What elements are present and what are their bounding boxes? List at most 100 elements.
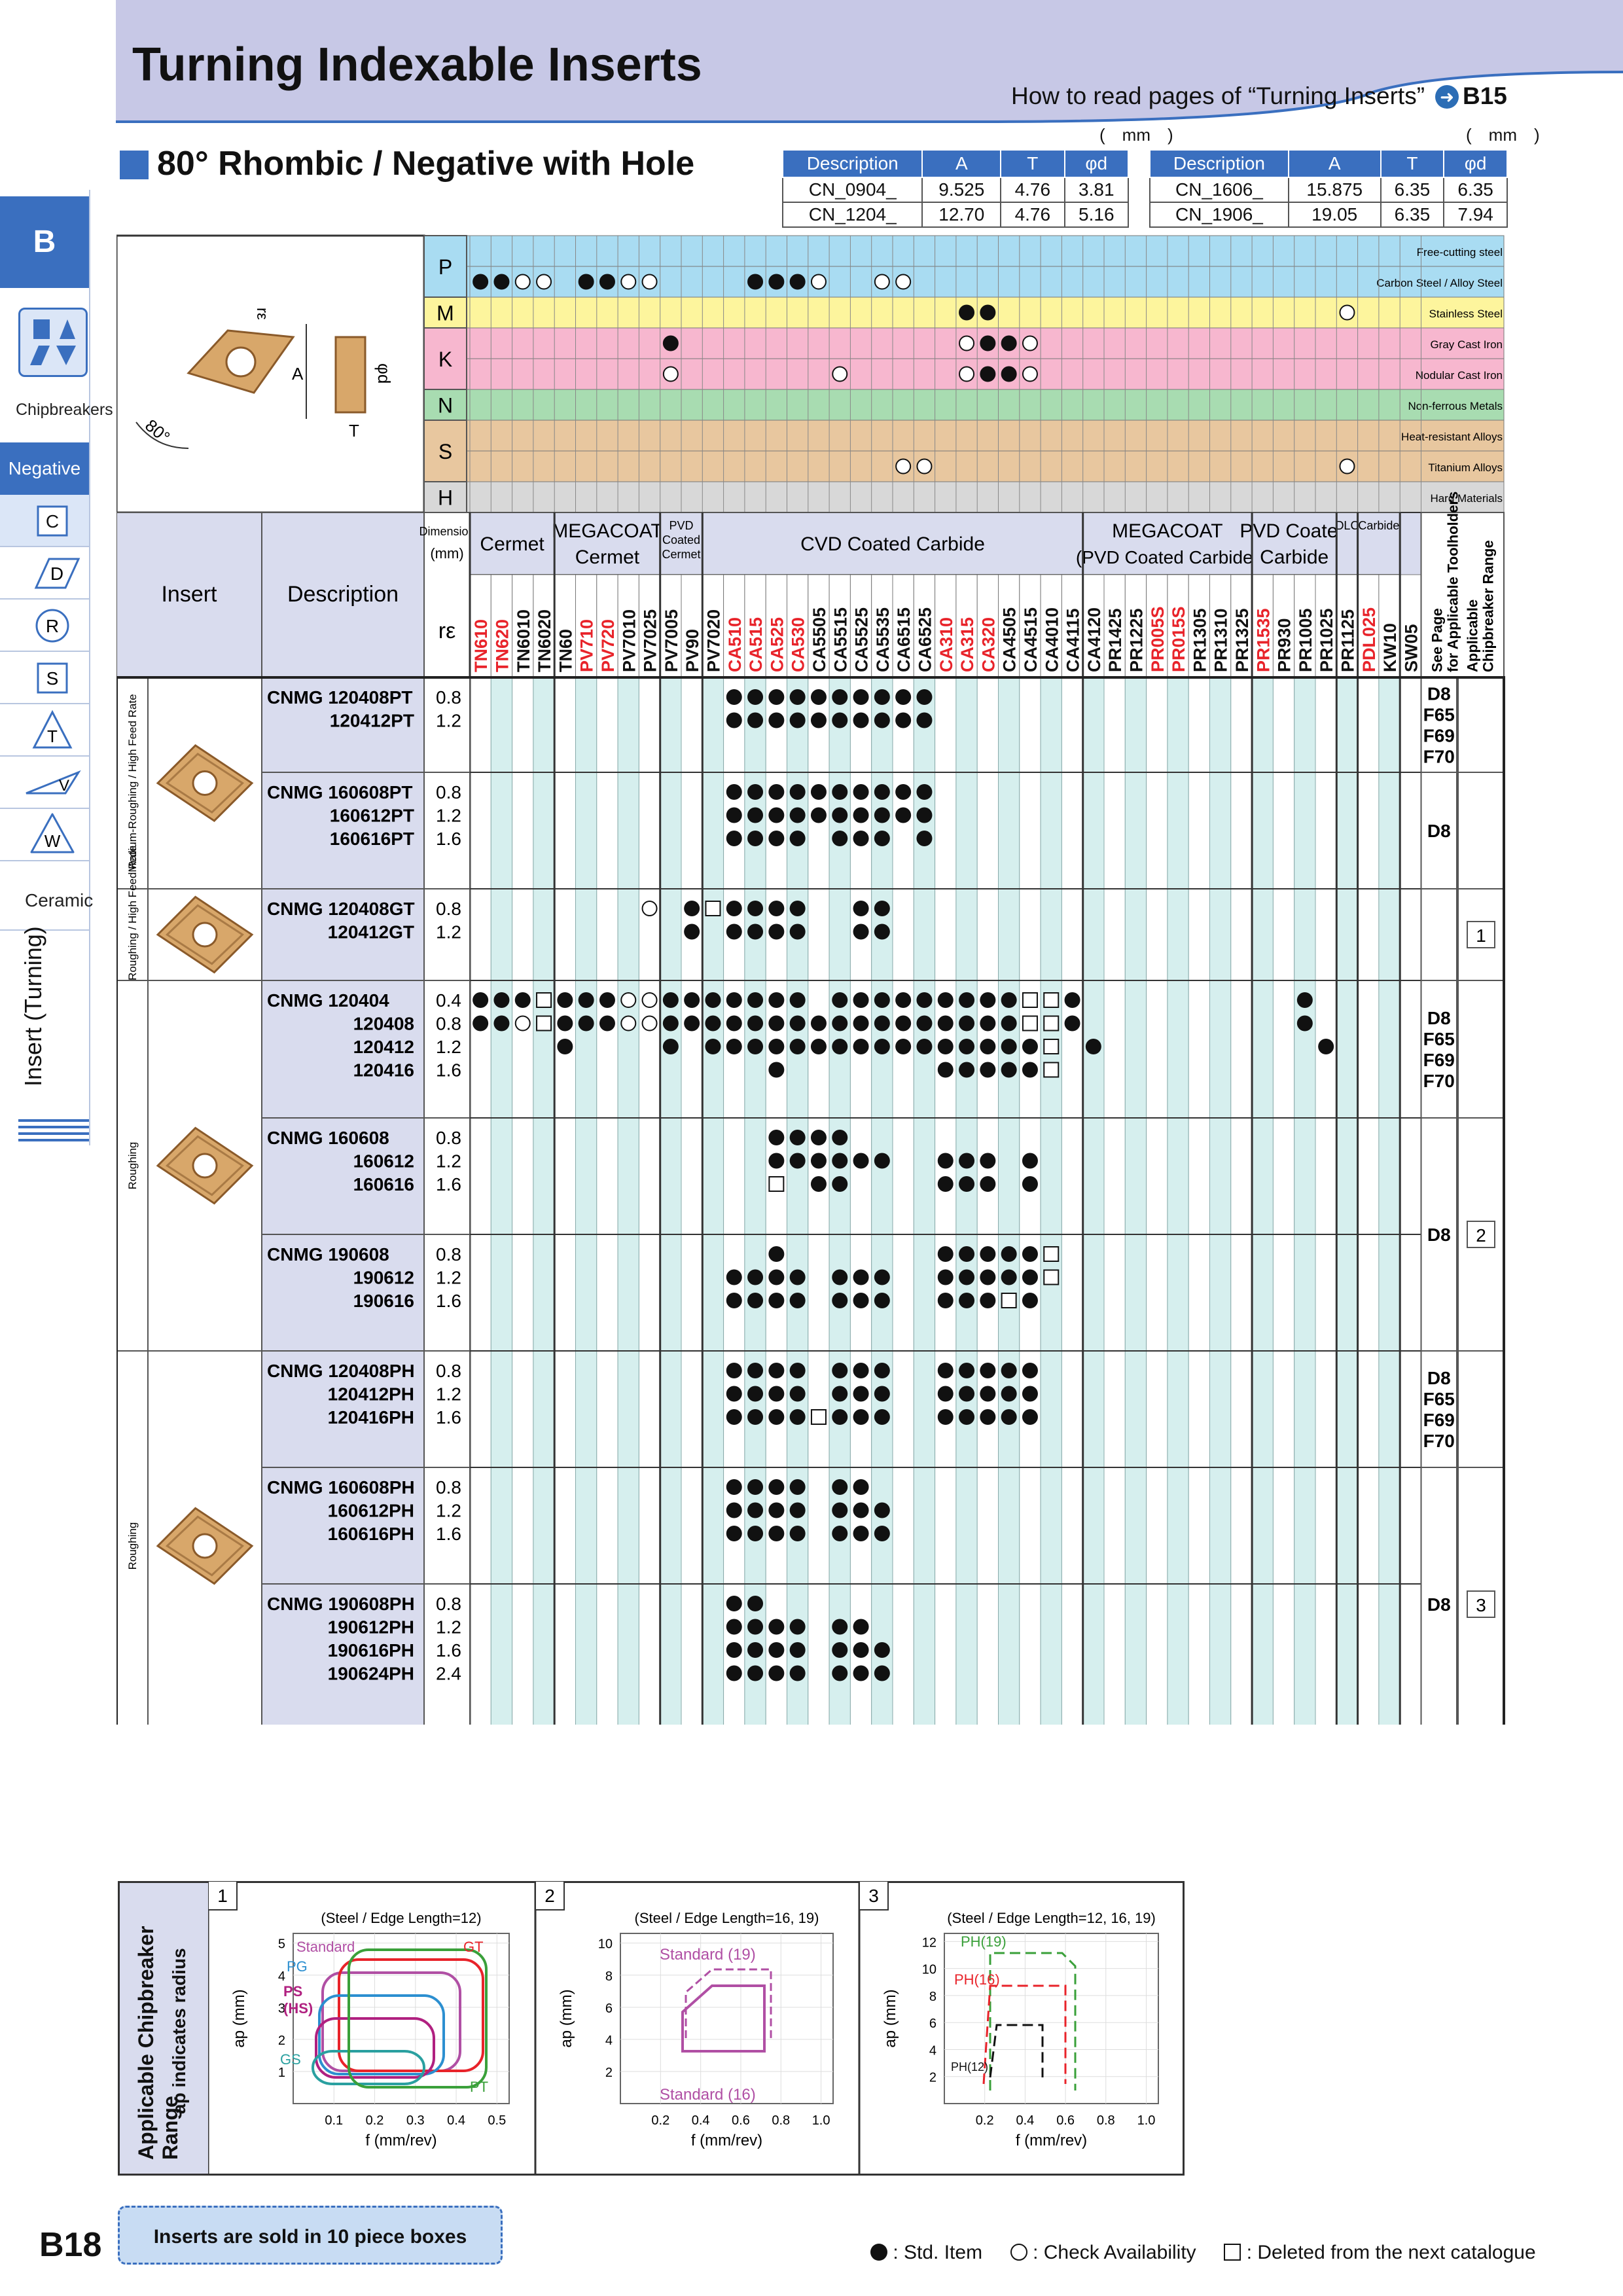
grade-name: PV7005 xyxy=(662,609,681,672)
grade-column xyxy=(1082,677,1105,1725)
std-item-mark xyxy=(789,689,806,705)
y-tick: 4 xyxy=(605,2034,613,2048)
grade-column xyxy=(1315,677,1337,1725)
std-item-mark xyxy=(747,1409,764,1425)
howto-page-ref[interactable]: B15 xyxy=(1463,82,1507,109)
panel-number-box xyxy=(208,1881,238,1910)
grade-column xyxy=(596,677,618,1725)
insert-code: 190616 xyxy=(353,1291,414,1311)
grade-name-cell xyxy=(1251,574,1274,678)
std-item-mark xyxy=(937,1153,954,1169)
grade-group-name: PVD xyxy=(669,519,693,532)
material-label: Carbon Steel / Alloy Steel xyxy=(1376,277,1503,289)
grade-name: PR1325 xyxy=(1232,608,1252,672)
sidebar-ceramic[interactable]: Ceramic xyxy=(25,890,94,910)
std-item-mark xyxy=(874,1269,890,1285)
grade-column xyxy=(1103,677,1126,1725)
grade-name: CA530 xyxy=(789,617,808,672)
re-value: 0.8 xyxy=(436,687,461,708)
std-item-mark xyxy=(895,689,912,705)
std-item-mark xyxy=(1085,1039,1101,1054)
std-item-mark xyxy=(832,1039,848,1054)
std-item-mark xyxy=(493,992,510,1008)
std-item-mark xyxy=(980,1246,996,1262)
x-tick: 0.5 xyxy=(488,2113,506,2128)
grade-name: TN60 xyxy=(556,629,575,672)
grade-column xyxy=(681,677,703,1725)
x-tick: 0.4 xyxy=(692,2113,710,2128)
std-item-mark xyxy=(705,992,721,1008)
sidebar-negative[interactable]: Negative xyxy=(0,442,89,495)
howto-link[interactable]: How to read pages of “Turning Inserts” xyxy=(1011,82,1425,109)
range-label: (HS) xyxy=(283,2000,313,2017)
sidebar-rule xyxy=(18,1119,89,1122)
std-item-mark xyxy=(874,1015,890,1031)
grade-name: TN6010 xyxy=(514,609,533,672)
deleted-mark xyxy=(1043,1039,1060,1054)
std-item-mark xyxy=(1022,1246,1038,1262)
table-outer-border xyxy=(116,676,1505,1725)
std-item-mark xyxy=(473,992,489,1008)
shape-r[interactable]: R xyxy=(0,600,89,652)
std-item-mark xyxy=(937,1386,954,1402)
std-item-mark xyxy=(747,712,764,728)
group-label: Medium-Roughing / High Feed Rate xyxy=(126,694,139,872)
std-item-mark xyxy=(810,1130,827,1145)
range-label: Standard (16) xyxy=(660,2086,756,2104)
grade-column xyxy=(744,677,766,1725)
grade-name-cell xyxy=(512,574,534,678)
sidebar-chipbreakers[interactable]: Chipbreakers xyxy=(16,401,113,419)
std-item-mark xyxy=(789,1130,806,1145)
grade-column xyxy=(892,677,914,1725)
shape-d[interactable]: D xyxy=(0,547,89,600)
shape-t[interactable]: T xyxy=(0,704,89,757)
svg-text:C: C xyxy=(46,511,59,531)
chip-range-cell xyxy=(1457,1350,1505,1468)
shape-c[interactable]: C xyxy=(0,495,89,547)
chip-range-header: Chipbreaker Range xyxy=(1480,540,1497,672)
grade-name: TN620 xyxy=(492,619,512,672)
std-item-mark xyxy=(473,1015,489,1031)
chip-range-cell xyxy=(1457,980,1505,1119)
drawing-hole xyxy=(225,346,257,378)
re-cell xyxy=(423,1467,471,1585)
shape-s[interactable]: S xyxy=(0,652,89,704)
insert-code: 190616PH xyxy=(328,1640,414,1660)
range-outline xyxy=(318,1994,445,2075)
std-item-mark xyxy=(937,992,954,1008)
grade-column xyxy=(787,677,809,1725)
grade-name: PR015S xyxy=(1169,606,1188,672)
std-item-mark xyxy=(937,1062,954,1078)
std-item-mark xyxy=(832,1386,848,1402)
material-mark xyxy=(768,274,785,290)
grade-name: PV710 xyxy=(577,619,597,672)
section-square xyxy=(120,151,149,179)
std-item-mark xyxy=(1296,1015,1313,1031)
cnmg-insert-image xyxy=(156,1126,254,1205)
std-item-mark xyxy=(959,1363,975,1378)
sidebar-tab-b[interactable]: B xyxy=(0,196,89,288)
std-item-mark xyxy=(959,1386,975,1402)
y-tick: 2 xyxy=(929,2071,936,2085)
insert-code: 120412PT xyxy=(330,711,414,731)
shape-w[interactable]: W xyxy=(0,809,89,861)
std-item-mark xyxy=(726,1386,742,1402)
std-item-mark xyxy=(789,901,806,916)
std-item-mark xyxy=(874,807,890,823)
chip-range-charts: 1(Steel / Edge Length=12)ap (mm)f (mm/re… xyxy=(208,1881,1159,2176)
page-header-cell xyxy=(1420,512,1505,678)
material-row-bg xyxy=(423,389,1505,421)
std-item-mark xyxy=(916,807,933,823)
drawing-a: A xyxy=(292,364,304,384)
col-header: Description xyxy=(781,149,923,178)
re-cell xyxy=(423,1583,471,1725)
std-item-mark xyxy=(832,1619,848,1635)
grade-name: PV7010 xyxy=(619,609,639,672)
x-tick: 0.2 xyxy=(651,2113,669,2128)
re-value: 1.6 xyxy=(436,1291,461,1311)
std-item-mark xyxy=(937,1176,954,1192)
shape-v[interactable]: V xyxy=(0,757,89,809)
std-item-mark xyxy=(747,1269,764,1285)
material-mark xyxy=(1022,335,1038,351)
grade-name-cell xyxy=(533,574,555,678)
